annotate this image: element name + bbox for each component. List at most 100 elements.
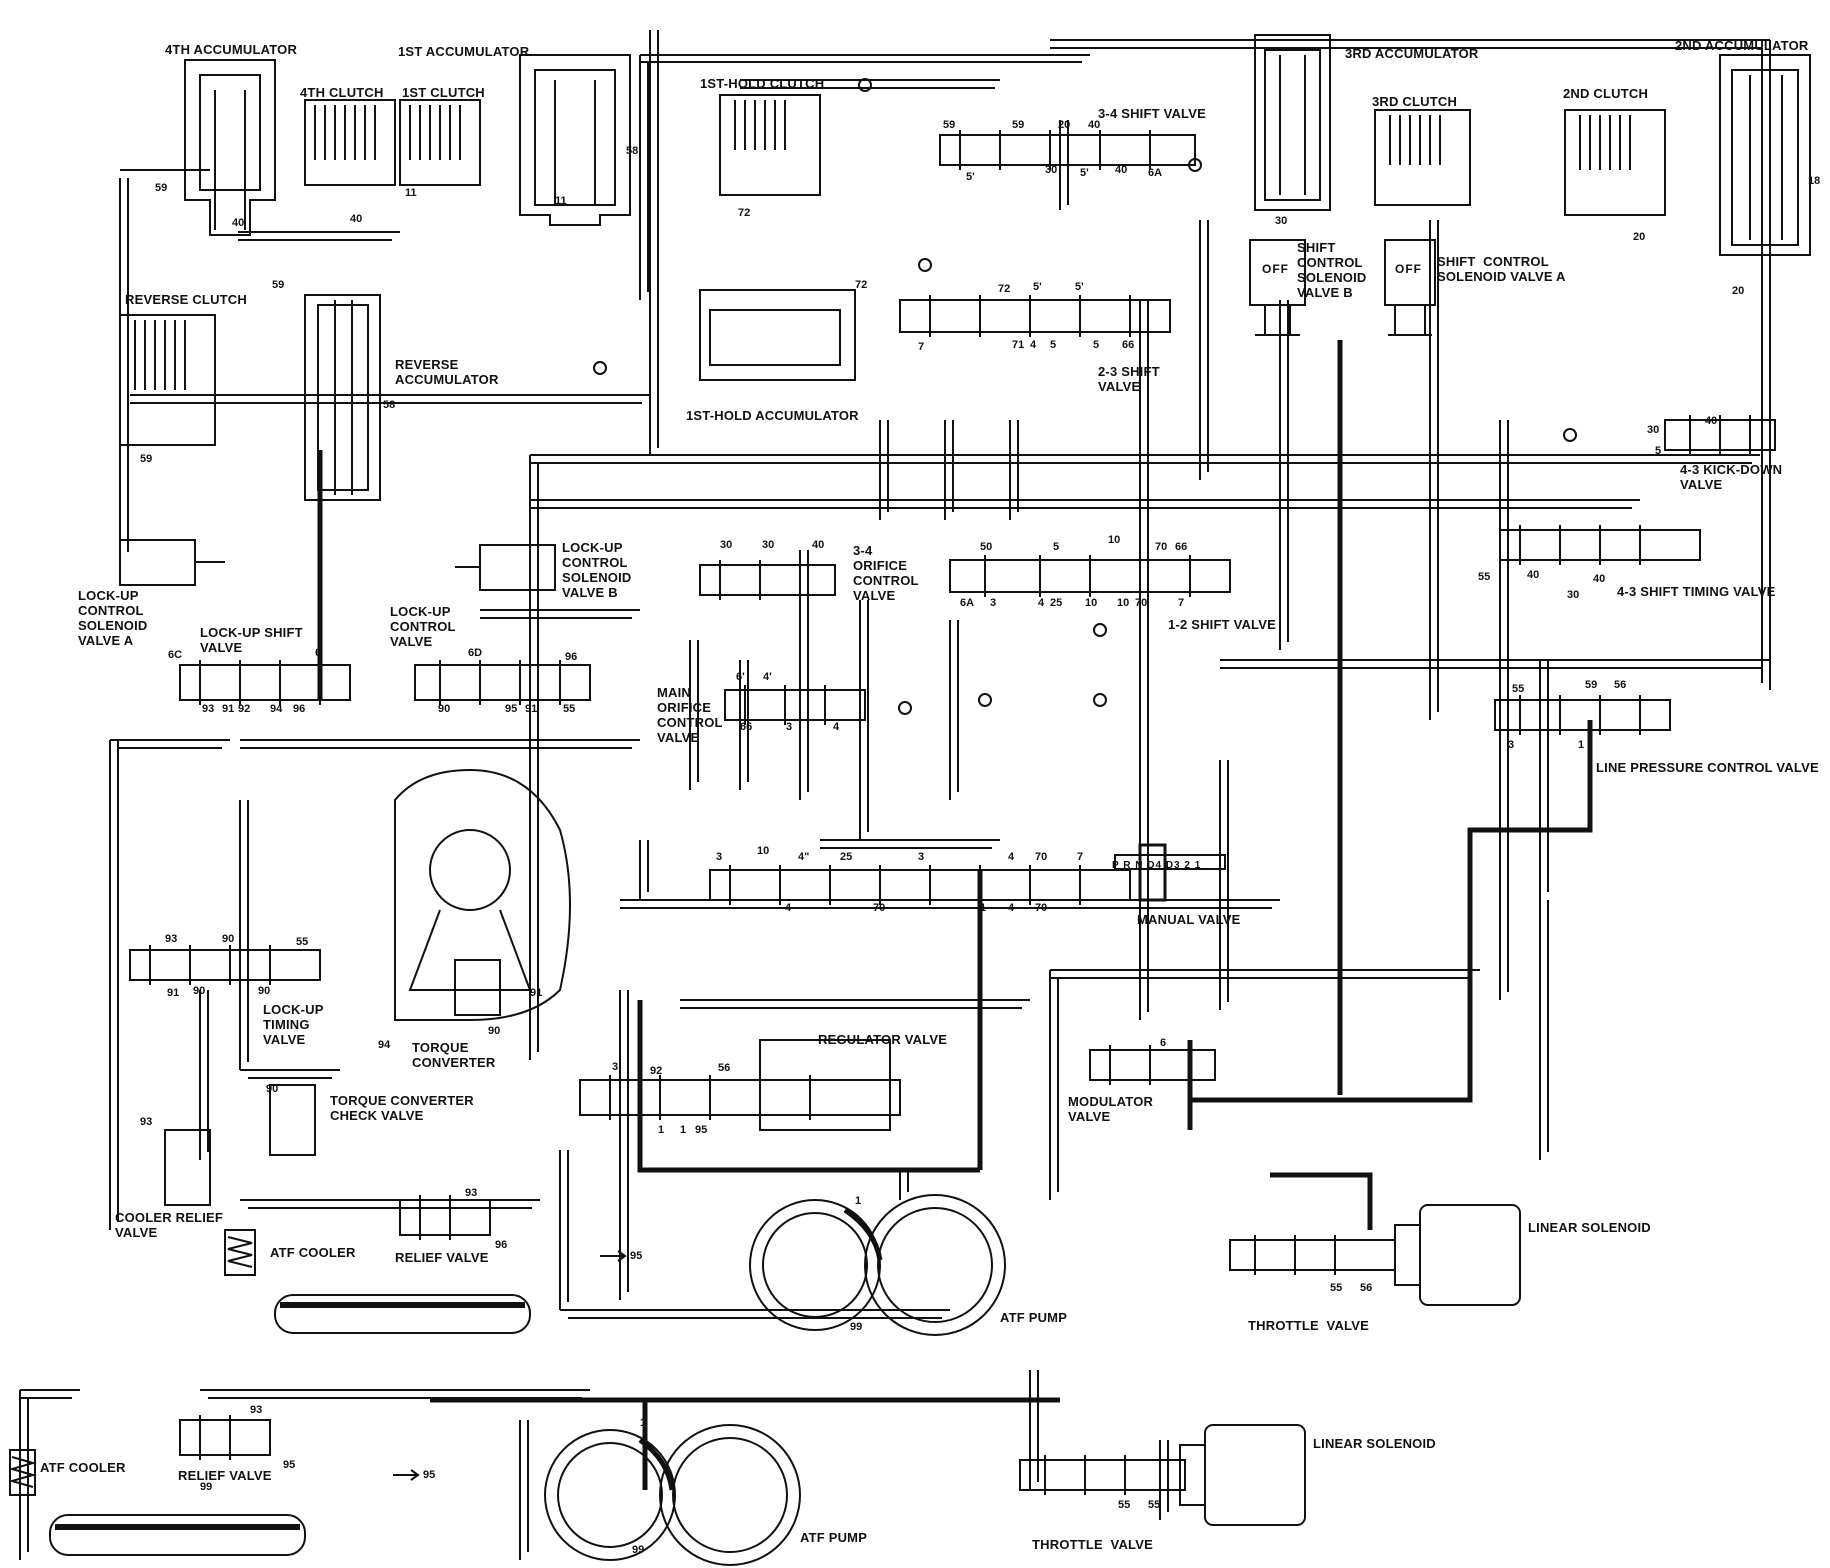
port-number: 3 [786, 721, 793, 733]
lock-up-timing-valve-body [129, 945, 321, 985]
label-4-3-shift-timing-valve: 4-3 SHIFT TIMING VALVE [1617, 584, 1776, 599]
port-number: 3 [918, 851, 925, 863]
port-number: 66 [1175, 541, 1188, 553]
label-4-3-kick-down-valve: 4-3 KICK-DOWN VALVE [1680, 462, 1783, 492]
port-number: 94 [270, 703, 283, 715]
label-torque-converter-check-valve: TORQUE CONVERTER CHECK VALVE [330, 1093, 474, 1123]
port-number: 55 [296, 936, 309, 948]
2nd-clutch [1564, 109, 1666, 216]
port-number: 10 [1117, 597, 1130, 609]
port-number: 4 [1008, 851, 1015, 863]
port-number: 90 [258, 985, 271, 997]
port-number: 70 [1135, 597, 1148, 609]
label-manual-valve: MANUAL VALVE [1137, 912, 1241, 927]
label-shift-solenoid-b: SHIFT CONTROL SOLENOID VALVE B [1297, 240, 1367, 300]
port-number: 55 [563, 703, 576, 715]
port-number: 5' [1075, 281, 1084, 293]
port-number: 72 [998, 283, 1011, 295]
port-number: 96 [565, 651, 578, 663]
4-3-kick-down-valve-body [1664, 415, 1776, 455]
throttle-valve [1229, 1235, 1396, 1275]
3rd-clutch [1374, 109, 1471, 206]
port-number: 91 [525, 703, 538, 715]
label-1st-accumulator: 1ST ACCUMULATOR [398, 44, 530, 59]
atf-cooler [224, 1229, 256, 1276]
oil-sump-2 [49, 1514, 306, 1556]
port-number: 4' [763, 671, 772, 683]
line-pressure-passages [317, 340, 1593, 1490]
port-number: 40 [1593, 573, 1606, 585]
port-number: 55 [1478, 571, 1491, 583]
lock-up-solenoid-a [119, 539, 225, 586]
port-number: 59 [1585, 679, 1598, 691]
port-number: 93 [202, 703, 215, 715]
port-number: 59 [155, 182, 168, 194]
port-number: 1 [658, 1124, 665, 1136]
port-number: 90 [193, 985, 206, 997]
port-number: 1 [680, 1124, 687, 1136]
lock-up-control-valve-body [414, 660, 591, 705]
port-number: 3 [612, 1061, 619, 1073]
port-number: 30 [1275, 215, 1288, 227]
port-number: 40 [812, 539, 825, 551]
port-number: 40 [1088, 119, 1101, 131]
atf-cooler-2 [8, 1449, 37, 1496]
port-number: 55 [1330, 1282, 1343, 1294]
label-2-3-shift-valve: 2-3 SHIFT VALVE [1098, 364, 1160, 394]
port-number: 50 [980, 541, 993, 553]
2nd-accumulator [1719, 54, 1811, 256]
port-number: 5 [1093, 339, 1100, 351]
port-number: 93 [140, 1116, 153, 1128]
port-number: 93 [165, 933, 178, 945]
label-atf-pump: ATF PUMP [1000, 1310, 1068, 1325]
port-number: 3 [1508, 739, 1515, 751]
port-number: 30 [1045, 164, 1058, 176]
label-line-pressure-control-valve: LINE PRESSURE CONTROL VALVE [1596, 760, 1819, 775]
port-number: 56 [1360, 1282, 1373, 1294]
label-3rd-clutch: 3RD CLUTCH [1372, 94, 1458, 109]
port-number: 55 [1118, 1499, 1131, 1511]
port-number: 99 [850, 1321, 863, 1333]
port-number: 20 [1732, 285, 1745, 297]
port-number: 10 [757, 845, 770, 857]
port-number: 95 [630, 1250, 643, 1262]
port-number: 5 [1053, 541, 1060, 553]
relief-valve-body [399, 1195, 491, 1240]
label-throttle-valve: THROTTLE VALVE [1248, 1318, 1369, 1333]
port-number: 59 [943, 119, 956, 131]
atf-pump-2 [544, 1424, 801, 1566]
port-number: 95 [283, 1459, 296, 1471]
port-number: 11 [555, 195, 567, 207]
1st-accumulator [519, 54, 631, 226]
reverse-clutch [119, 314, 216, 446]
label-4th-accumulator: 4TH ACCUMULATOR [165, 42, 298, 57]
port-number: 5 [1655, 445, 1662, 457]
port-number: 20 [1058, 119, 1071, 131]
port-number: 5' [1080, 167, 1089, 179]
label-linear-solenoid: LINEAR SOLENOID [1528, 1220, 1651, 1235]
2-3-shift-valve-body [899, 295, 1171, 337]
4th-clutch [304, 99, 396, 186]
port-number: 91 [222, 703, 235, 715]
label-throttle-valve-2: THROTTLE VALVE [1032, 1537, 1153, 1552]
3-4-shift-valve-body [939, 130, 1196, 170]
label-torque-converter: TORQUE CONVERTER [412, 1040, 496, 1070]
modulator-valve-body [1089, 1045, 1216, 1085]
port-number: 59 [272, 279, 285, 291]
linear-solenoid-2 [1179, 1424, 1306, 1526]
port-number: 6A [1148, 167, 1163, 179]
label-relief-valve-2: RELIEF VALVE [178, 1468, 272, 1483]
port-number: 72 [855, 279, 868, 291]
label-1st-hold-accumulator: 1ST-HOLD ACCUMULATOR [686, 408, 859, 423]
label-1-2-shift-valve: 1-2 SHIFT VALVE [1168, 617, 1276, 632]
port-number: 20 [1633, 231, 1646, 243]
port-number: 40 [350, 213, 363, 225]
label-atf-cooler-2: ATF COOLER [40, 1460, 126, 1475]
port-number: 6C [168, 649, 183, 661]
port-number: 4 [1030, 339, 1037, 351]
4-3-shift-timing-valve-body [1499, 525, 1701, 565]
check-valves [593, 78, 1577, 715]
port-number: 93 [465, 1187, 478, 1199]
port-number: 1 [640, 1417, 647, 1429]
main-orifice-control-valve-body [724, 685, 866, 725]
